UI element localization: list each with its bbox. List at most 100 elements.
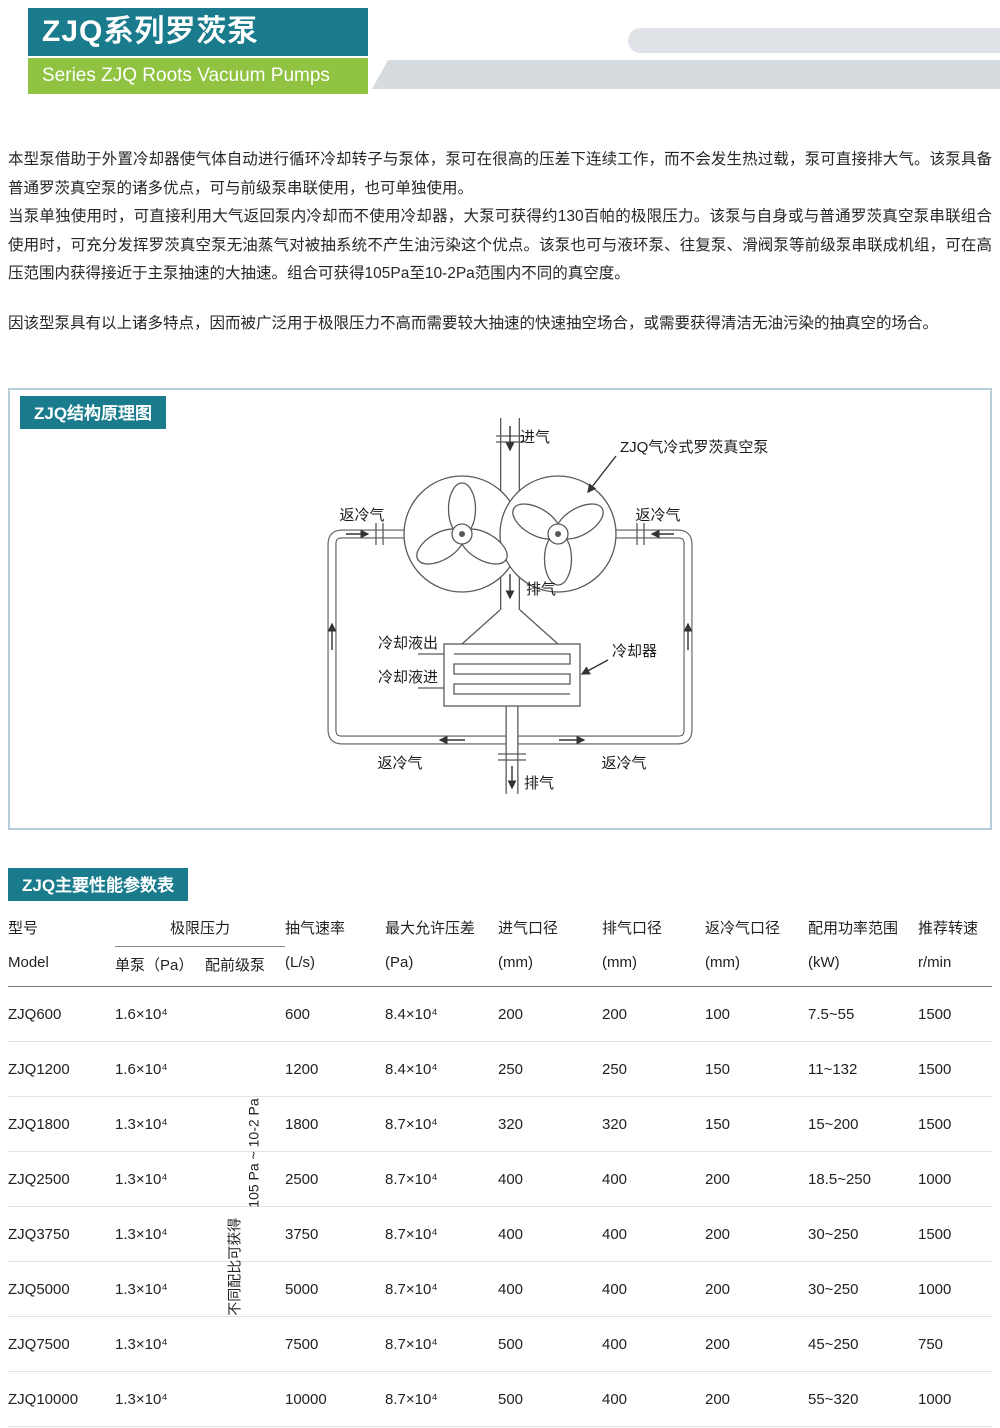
col-header-model-en: Model — [8, 954, 49, 971]
cell-single-pump-pressure: 1.3×10⁴ — [115, 1390, 168, 1408]
table-row: ZJQ10000 1.3×10⁴ 10000 8.7×10⁴ 500 400 2… — [8, 1372, 992, 1427]
cell-pumping-speed: 5000 — [285, 1280, 319, 1298]
cell-outlet-diameter: 400 — [602, 1225, 628, 1243]
col-unit-outlet-diameter: (mm) — [602, 954, 637, 971]
col-unit-pumping-speed: (L/s) — [285, 954, 315, 971]
label-cooler: 冷却器 — [612, 643, 657, 660]
cell-pumping-speed: 1800 — [285, 1115, 319, 1133]
cell-pumping-speed: 600 — [285, 1005, 311, 1023]
cell-return-gas-diameter: 150 — [705, 1115, 731, 1133]
decorative-bar-bottom — [372, 60, 1000, 89]
table-header-row-units: Model 单泵（Pa） 配前级泵 (L/s) (Pa) (mm) (mm) (… — [8, 954, 992, 987]
table-row: ZJQ7500 1.3×10⁴ 7500 8.7×10⁴ 500 400 200… — [8, 1317, 992, 1372]
cell-single-pump-pressure: 1.3×10⁴ — [115, 1170, 168, 1188]
col-unit-inlet-diameter: (mm) — [498, 954, 533, 971]
cell-single-pump-pressure: 1.3×10⁴ — [115, 1280, 168, 1298]
col-unit-speed: r/min — [918, 954, 952, 971]
cell-rpm: 1000 — [918, 1390, 952, 1408]
cell-rpm: 1000 — [918, 1170, 952, 1188]
cell-inlet-diameter: 200 — [498, 1005, 524, 1023]
cell-single-pump-pressure: 1.3×10⁴ — [115, 1335, 168, 1353]
cell-max-pressure-diff: 8.7×10⁴ — [385, 1225, 438, 1243]
cell-return-gas-diameter: 200 — [705, 1280, 731, 1298]
cell-outlet-diameter: 320 — [602, 1115, 628, 1133]
cell-single-pump-pressure: 1.6×10⁴ — [115, 1005, 168, 1023]
col-header-inlet-diameter: 进气口径 — [498, 920, 559, 937]
cell-max-pressure-diff: 8.7×10⁴ — [385, 1390, 438, 1408]
table-row: ZJQ2500 1.3×10⁴ 2500 8.7×10⁴ 400 400 200… — [8, 1152, 992, 1207]
cell-power-range: 7.5~55 — [808, 1005, 855, 1023]
cell-single-pump-pressure: 1.3×10⁴ — [115, 1115, 168, 1133]
cell-power-range: 15~200 — [808, 1115, 859, 1133]
cooler — [418, 643, 581, 707]
performance-table-section: ZJQ主要性能参数表 型号 极限压力 抽气速率 最大允许压差 进气口径 排气口径… — [8, 868, 992, 1427]
cell-model: ZJQ3750 — [8, 1225, 70, 1243]
label-coolant-in: 冷却液进 — [378, 669, 438, 686]
decorative-bar-top — [628, 28, 1000, 53]
cell-model: ZJQ1800 — [8, 1115, 70, 1133]
col-header-model-cn: 型号 — [8, 920, 39, 937]
label-return-gas-left: 返冷气 — [339, 507, 384, 524]
cell-inlet-diameter: 500 — [498, 1390, 524, 1408]
cell-single-pump-pressure: 1.6×10⁴ — [115, 1060, 168, 1078]
label-inlet: 进气 — [520, 429, 550, 446]
col-header-speed: 推荐转速 — [918, 920, 979, 937]
cell-model: ZJQ600 — [8, 1005, 62, 1023]
flow-arrows — [327, 426, 693, 790]
col-unit-power-range: (kW) — [808, 954, 840, 971]
structure-diagram-section: ZJQ结构原理图 — [8, 388, 992, 830]
cell-outlet-diameter: 200 — [602, 1005, 628, 1023]
col-header-with-backing-pump: 配前级泵 — [205, 957, 266, 974]
intro-paragraph-2: 当泵单独使用时，可直接利用大气返回泵内冷却而不使用冷却器，大泵可获得约130百帕… — [8, 208, 992, 282]
col-header-return-gas-diameter: 返冷气口径 — [705, 920, 781, 937]
cell-return-gas-diameter: 200 — [705, 1335, 731, 1353]
cell-return-gas-diameter: 200 — [705, 1390, 731, 1408]
cell-model: ZJQ5000 — [8, 1280, 70, 1298]
cell-model: ZJQ2500 — [8, 1170, 70, 1188]
cell-return-gas-diameter: 200 — [705, 1170, 731, 1188]
intro-paragraph-1: 本型泵借助于外置冷却器使气体自动进行循环冷却转子与泵体，泵可在很高的压差下连续工… — [8, 151, 992, 197]
cell-inlet-diameter: 500 — [498, 1335, 524, 1353]
cell-model: ZJQ1200 — [8, 1060, 70, 1078]
col-unit-max-pressure-diff: (Pa) — [385, 954, 414, 971]
label-pump-name: ZJQ气冷式罗茨真空泵 — [620, 438, 768, 456]
diagram-section-title: ZJQ结构原理图 — [20, 396, 167, 429]
backing-pump-note: 不同配比可获得 105 Pa ~ 10-2 Pa — [205, 987, 285, 1427]
cell-pumping-speed: 7500 — [285, 1335, 319, 1353]
backing-pump-note-line1: 不同配比可获得 — [227, 1217, 243, 1316]
col-header-max-pressure-diff: 最大允许压差 — [385, 920, 476, 937]
cell-rpm: 1500 — [918, 1115, 952, 1133]
table-header-row-groups: 型号 极限压力 抽气速率 最大允许压差 进气口径 排气口径 返冷气口径 配用功率… — [8, 913, 992, 947]
table-body: ZJQ600 1.6×10⁴ 600 8.4×10⁴ 200 200 100 7… — [8, 987, 992, 1427]
cell-power-range: 30~250 — [808, 1225, 859, 1243]
label-return-gas-bottom-right: 返冷气 — [601, 755, 646, 772]
cell-max-pressure-diff: 8.4×10⁴ — [385, 1060, 438, 1078]
cell-rpm: 1500 — [918, 1060, 952, 1078]
table-section-title: ZJQ主要性能参数表 — [8, 868, 189, 901]
table-row: ZJQ1800 1.3×10⁴ 1800 8.7×10⁴ 320 320 150… — [8, 1097, 992, 1152]
cell-max-pressure-diff: 8.7×10⁴ — [385, 1170, 438, 1188]
cell-outlet-diameter: 400 — [602, 1390, 628, 1408]
cell-pumping-speed: 3750 — [285, 1225, 319, 1243]
table-row: ZJQ3750 1.3×10⁴ 3750 8.7×10⁴ 400 400 200… — [8, 1207, 992, 1262]
cell-inlet-diameter: 320 — [498, 1115, 524, 1133]
cell-max-pressure-diff: 8.7×10⁴ — [385, 1335, 438, 1353]
cell-inlet-diameter: 250 — [498, 1060, 524, 1078]
col-header-power-range: 配用功率范围 — [808, 920, 899, 937]
cell-rpm: 1500 — [918, 1005, 952, 1023]
cell-max-pressure-diff: 8.7×10⁴ — [385, 1115, 438, 1133]
cell-return-gas-diameter: 150 — [705, 1060, 731, 1078]
cell-pumping-speed: 10000 — [285, 1390, 327, 1408]
cell-outlet-diameter: 400 — [602, 1280, 628, 1298]
cell-power-range: 18.5~250 — [808, 1170, 871, 1188]
cell-rpm: 750 — [918, 1335, 944, 1353]
cell-rpm: 1500 — [918, 1225, 952, 1243]
cell-power-range: 30~250 — [808, 1280, 859, 1298]
cell-model: ZJQ10000 — [8, 1390, 79, 1408]
label-return-gas-right: 返冷气 — [635, 507, 680, 524]
cell-single-pump-pressure: 1.3×10⁴ — [115, 1225, 168, 1243]
label-exhaust-bottom: 排气 — [524, 775, 554, 792]
table-row: ZJQ5000 1.3×10⁴ 5000 8.7×10⁴ 400 400 200… — [8, 1262, 992, 1317]
pump-structure-diagram: 进气 ZJQ气冷式罗茨真空泵 返冷气 返冷气 排气 冷却液出 冷却器 冷却液进 … — [327, 418, 768, 794]
page-subtitle: Series ZJQ Roots Vacuum Pumps — [28, 58, 368, 94]
